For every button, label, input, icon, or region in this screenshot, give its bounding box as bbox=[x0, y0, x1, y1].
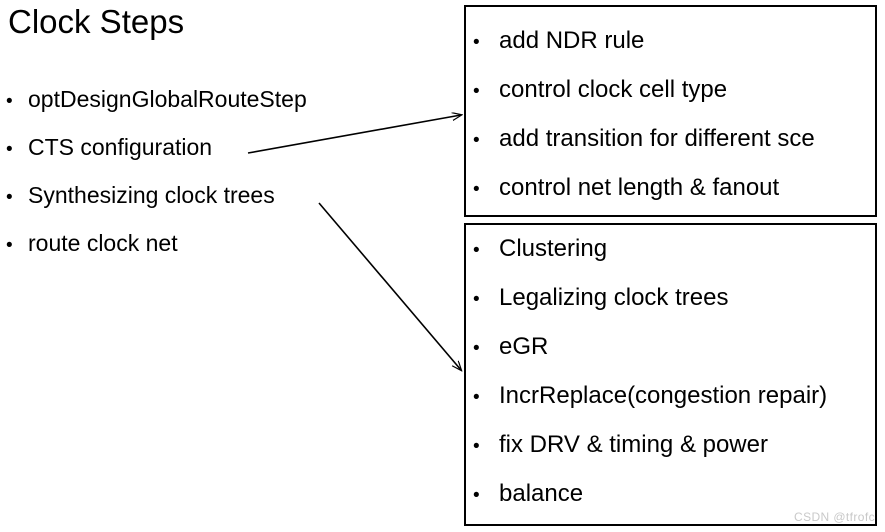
list-item-label: CTS configuration bbox=[28, 134, 213, 160]
bullet-dot-icon: • bbox=[6, 187, 13, 208]
list-item: • add transition for different sce bbox=[466, 127, 875, 176]
bullet-dot-icon: • bbox=[473, 338, 480, 359]
list-item-label: Clustering bbox=[499, 235, 608, 262]
list-item: • optDesignGlobalRouteStep bbox=[6, 88, 436, 136]
bullet-dot-icon: • bbox=[473, 436, 480, 457]
page-title: Clock Steps bbox=[8, 3, 185, 40]
clock-tree-synthesis-detail-box: • Clustering • Legalizing clock trees • … bbox=[464, 223, 877, 526]
bullet-dot-icon: • bbox=[473, 81, 480, 102]
list-item-label: fix DRV & timing & power bbox=[499, 431, 768, 458]
bullet-dot-icon: • bbox=[473, 485, 480, 506]
bullet-dot-icon: • bbox=[473, 130, 480, 151]
list-item: • control clock cell type bbox=[466, 78, 875, 127]
list-item-label: balance bbox=[499, 480, 584, 507]
list-item-label: control net length & fanout bbox=[499, 174, 780, 201]
watermark: CSDN @tfrofc bbox=[794, 510, 875, 524]
bullet-dot-icon: • bbox=[6, 235, 13, 256]
list-item-label: Legalizing clock trees bbox=[499, 284, 729, 311]
list-item: • fix DRV & timing & power bbox=[466, 433, 875, 482]
bullet-dot-icon: • bbox=[473, 32, 480, 53]
list-item: • balance bbox=[466, 480, 875, 524]
list-item-label: route clock net bbox=[28, 230, 178, 256]
bullet-dot-icon: • bbox=[6, 139, 13, 160]
list-item: • Clustering bbox=[466, 237, 875, 286]
list-item: • CTS configuration bbox=[6, 136, 436, 184]
list-item-label: optDesignGlobalRouteStep bbox=[28, 86, 307, 112]
list-item-label: add NDR rule bbox=[499, 27, 645, 54]
bullet-dot-icon: • bbox=[473, 387, 480, 408]
list-item-label: add transition for different sce bbox=[499, 125, 815, 152]
bullet-dot-icon: • bbox=[473, 289, 480, 310]
bullet-dot-icon: • bbox=[473, 179, 480, 200]
list-item: • control net length & fanout bbox=[466, 174, 875, 215]
bullet-dot-icon: • bbox=[6, 91, 13, 112]
list-item-label: control clock cell type bbox=[499, 76, 728, 103]
clock-tree-synthesis-detail-list: • Clustering • Legalizing clock trees • … bbox=[466, 225, 875, 524]
bullet-dot-icon: • bbox=[473, 240, 480, 261]
cts-configuration-detail-list: • add NDR rule • control clock cell type… bbox=[466, 7, 875, 215]
list-item: • Legalizing clock trees bbox=[466, 286, 875, 335]
clock-steps-list: • optDesignGlobalRouteStep • CTS configu… bbox=[6, 88, 436, 280]
list-item: • IncrReplace(congestion repair) bbox=[466, 384, 875, 433]
list-item-label: eGR bbox=[499, 333, 549, 360]
list-item: • route clock net bbox=[6, 232, 436, 280]
list-item-label: Synthesizing clock trees bbox=[28, 182, 275, 208]
list-item: • eGR bbox=[466, 335, 875, 384]
list-item-label: IncrReplace(congestion repair) bbox=[499, 382, 828, 409]
list-item: • Synthesizing clock trees bbox=[6, 184, 436, 232]
cts-configuration-detail-box: • add NDR rule • control clock cell type… bbox=[464, 5, 877, 217]
list-item: • add NDR rule bbox=[466, 29, 875, 78]
